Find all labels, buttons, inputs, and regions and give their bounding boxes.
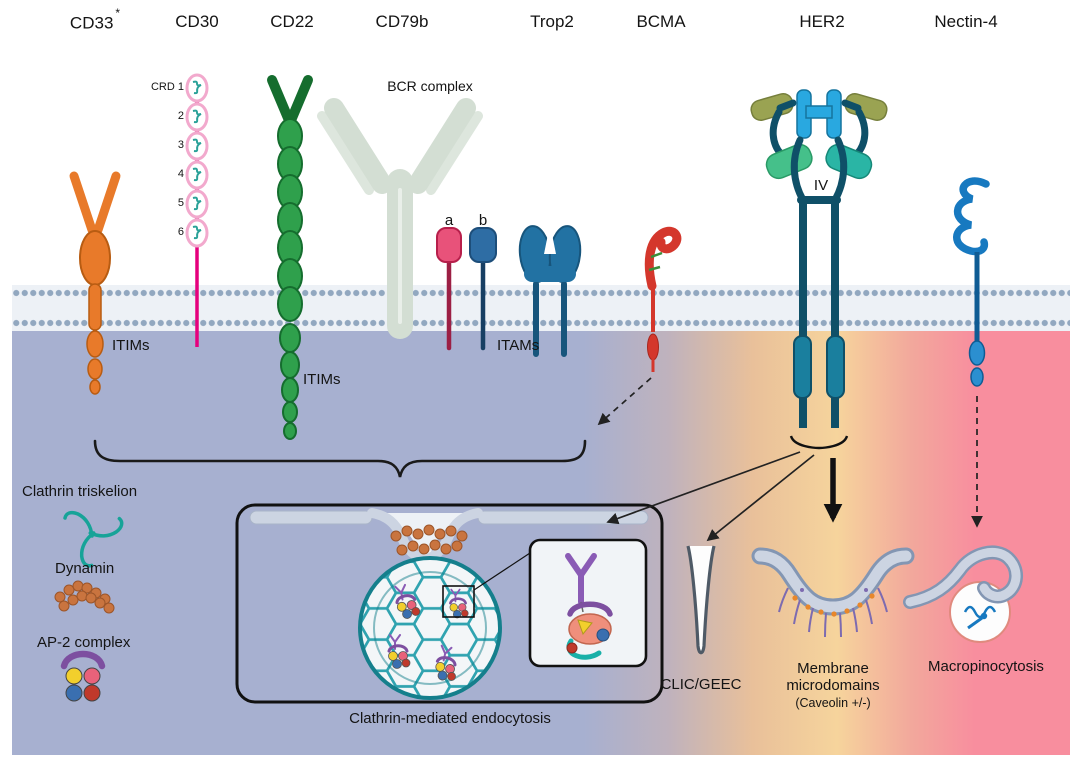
membrane-microdomains-icon (751, 547, 915, 638)
cd79a-subunit-icon (436, 227, 462, 351)
label-clathrin-triskelion: Clathrin triskelion (22, 483, 138, 500)
label-crd2: 2 (177, 110, 184, 122)
label-microdomains-2: microdomains (786, 677, 880, 694)
label-her2: HER2 (799, 12, 845, 31)
label-subunit-a: a (444, 212, 454, 229)
ap2-complex-icon (60, 650, 106, 702)
macropinocytosis-icon (903, 545, 1023, 643)
label-cd79b: CD79b (375, 12, 429, 31)
label-trop2: Trop2 (530, 12, 574, 31)
her2-receptor-icon (750, 89, 888, 428)
nectin4-receptor-icon (953, 177, 990, 387)
label-dynamin: Dynamin (55, 560, 115, 577)
cme-box (235, 503, 664, 704)
label-clic-geec: CLIC/GEEC (660, 676, 742, 693)
label-subunit-b: b (478, 212, 488, 229)
label-itams: ITAMs (497, 337, 540, 354)
label-macropinocytosis: Macropinocytosis (928, 658, 1044, 675)
dynamin-icon (54, 580, 115, 614)
label-cd22-itims: ITIMs (303, 371, 341, 388)
label-microdomains-1: Membrane (797, 660, 869, 677)
label-crd5: 5 (177, 197, 184, 209)
arrows (597, 377, 983, 542)
cd22-receptor-icon (267, 75, 313, 440)
label-cd22: CD22 (270, 12, 314, 31)
label-crd4: 4 (177, 168, 184, 180)
her2-to-clic-arrow (706, 454, 815, 542)
label-crd6: 6 (177, 226, 184, 238)
bcma-dashed-arrow (597, 377, 652, 426)
clathrin-coated-vesicle-icon (358, 556, 502, 700)
cd33-asterisk-note: * (115, 6, 121, 20)
cme-inset-zoom (528, 538, 648, 668)
plasma-membrane (12, 285, 1070, 331)
cd79b-subunit-icon (469, 227, 497, 351)
label-cme: Clathrin-mediated endocytosis (349, 710, 551, 727)
label-ap2-complex: AP-2 complex (37, 634, 131, 651)
bcma-receptor-icon (644, 226, 682, 372)
her2-to-cme-arrow (606, 451, 801, 525)
her2-bracket (789, 435, 849, 450)
label-cd33-itims: ITIMs (112, 337, 150, 354)
label-her2-domain-iv: IV (813, 177, 829, 194)
label-crd1: CRD 1 (150, 81, 184, 93)
label-caveolin: (Caveolin +/-) (795, 696, 871, 710)
cd30-receptor-icon (185, 73, 209, 347)
clic-geec-icon (686, 545, 716, 655)
label-nectin4: Nectin-4 (934, 12, 998, 31)
label-cd30: CD30 (175, 12, 219, 31)
cd33-receptor-icon (69, 171, 121, 395)
grouping-brace (93, 439, 587, 478)
label-bcr-complex: BCR complex (387, 78, 473, 94)
label-cd33: CD33* (69, 6, 121, 33)
label-bcma: BCMA (636, 12, 686, 31)
trop2-receptor-icon (518, 224, 582, 357)
label-crd3: 3 (177, 139, 184, 151)
bcr-complex-icon (317, 98, 497, 351)
